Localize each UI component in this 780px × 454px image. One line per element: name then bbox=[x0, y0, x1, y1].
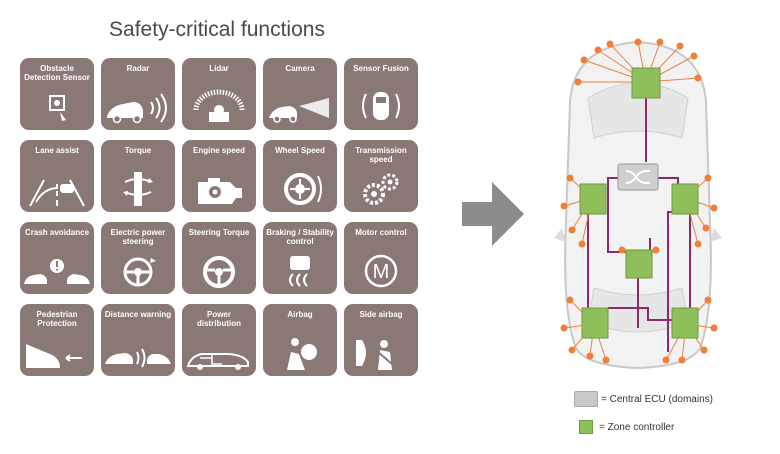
tile-pedestrian-protection: Pedestrian Protection bbox=[20, 304, 94, 376]
tile-braking-stability: Braking / Stability control bbox=[263, 222, 337, 294]
tile-obstacle-detection: Obstacle Detection Sensor bbox=[20, 58, 94, 130]
tile-label: Pedestrian Protection bbox=[36, 310, 78, 328]
lane-assist-icon bbox=[29, 179, 85, 207]
legend-ecu: = Central ECU (domains) bbox=[574, 391, 713, 407]
tile-label: Braking / Stability control bbox=[266, 228, 334, 246]
tile-engine-speed: Engine speed bbox=[182, 140, 256, 212]
tile-label: Wheel Speed bbox=[275, 146, 325, 155]
zone-controllers bbox=[579, 67, 699, 339]
tile-power-distribution: Power distribution bbox=[182, 304, 256, 376]
central-ecu-swatch-icon bbox=[574, 391, 598, 407]
zone-controller-swatch-icon bbox=[579, 420, 593, 434]
tile-lane-assist: Lane assist bbox=[20, 140, 94, 212]
camera-icon bbox=[269, 98, 329, 123]
tile-label: Transmission speed bbox=[355, 146, 407, 164]
tile-label: Steering Torque bbox=[188, 228, 250, 237]
zone-controller-rear-left bbox=[581, 307, 609, 339]
zone-controller-left bbox=[579, 183, 607, 215]
side-airbag-icon bbox=[356, 340, 393, 370]
tile-label: Engine speed bbox=[192, 146, 245, 155]
power-distribution-icon bbox=[186, 353, 249, 370]
tile-sensor-fusion: Sensor Fusion bbox=[344, 58, 418, 130]
tile-label: Side airbag bbox=[359, 310, 403, 319]
gears-icon bbox=[363, 173, 399, 205]
tile-transmission-speed: Transmission speed bbox=[344, 140, 418, 212]
wheel-speed-icon bbox=[284, 173, 322, 205]
function-tile-grid: Obstacle Detection Sensor Radar Lidar Ca… bbox=[20, 58, 418, 376]
legend-zone-label: = Zone controller bbox=[599, 421, 675, 433]
tile-label: Camera bbox=[285, 64, 315, 73]
tile-motor-control: Motor control M bbox=[344, 222, 418, 294]
tile-label: Crash avoidance bbox=[24, 228, 90, 237]
tile-wheel-speed: Wheel Speed bbox=[263, 140, 337, 212]
tile-electric-power-steering: Electric power steering bbox=[101, 222, 175, 294]
motor-m-icon: M bbox=[364, 254, 398, 288]
zone-controller-right bbox=[671, 183, 699, 215]
torque-icon bbox=[123, 172, 153, 206]
tile-label: Airbag bbox=[287, 310, 313, 319]
radar-icon bbox=[107, 93, 167, 124]
tile-torque: Torque bbox=[101, 140, 175, 212]
zone-controller-front bbox=[631, 67, 661, 99]
pedestrian-protection-icon bbox=[26, 344, 82, 368]
transition-arrow-icon bbox=[462, 182, 524, 246]
engine-icon bbox=[198, 178, 242, 204]
vehicle-zone-architecture bbox=[554, 38, 722, 370]
svg-text:M: M bbox=[373, 261, 390, 283]
distance-warning-icon bbox=[105, 348, 171, 368]
power-steering-icon bbox=[123, 257, 156, 287]
airbag-icon bbox=[287, 338, 317, 370]
tile-label: Sensor Fusion bbox=[353, 64, 409, 73]
central-ecu bbox=[617, 163, 659, 191]
zone-controller-rear-right bbox=[671, 307, 699, 339]
tile-label: Power distribution bbox=[197, 310, 241, 328]
tile-radar: Radar bbox=[101, 58, 175, 130]
sensor-fusion-icon bbox=[362, 92, 400, 120]
tile-distance-warning: Distance warning bbox=[101, 304, 175, 376]
tile-label: Radar bbox=[126, 64, 150, 73]
skid-car-icon bbox=[289, 256, 310, 287]
zone-controller-center bbox=[625, 249, 653, 279]
car-body-outline bbox=[554, 40, 722, 370]
tile-label: Motor control bbox=[355, 228, 407, 237]
steering-wheel-icon bbox=[203, 256, 235, 288]
tile-label: Distance warning bbox=[104, 310, 172, 319]
crash-avoidance-icon bbox=[24, 259, 90, 284]
sensor-nodes bbox=[560, 38, 718, 364]
lidar-icon bbox=[193, 89, 245, 122]
obstacle-sensor-icon bbox=[49, 95, 66, 121]
legend-ecu-label: = Central ECU (domains) bbox=[601, 393, 713, 405]
tile-airbag: Airbag bbox=[263, 304, 337, 376]
tile-lidar: Lidar bbox=[182, 58, 256, 130]
tile-label: Obstacle Detection Sensor bbox=[24, 64, 90, 82]
diagram-title: Safety-critical functions bbox=[109, 18, 325, 41]
tile-camera: Camera bbox=[263, 58, 337, 130]
tile-label: Electric power steering bbox=[110, 228, 166, 246]
legend-zone: = Zone controller bbox=[574, 420, 674, 434]
tile-side-airbag: Side airbag bbox=[344, 304, 418, 376]
tile-label: Lidar bbox=[209, 64, 229, 73]
tile-label: Lane assist bbox=[35, 146, 79, 155]
tile-crash-avoidance: Crash avoidance bbox=[20, 222, 94, 294]
tile-label: Torque bbox=[124, 146, 152, 155]
tile-steering-torque: Steering Torque bbox=[182, 222, 256, 294]
